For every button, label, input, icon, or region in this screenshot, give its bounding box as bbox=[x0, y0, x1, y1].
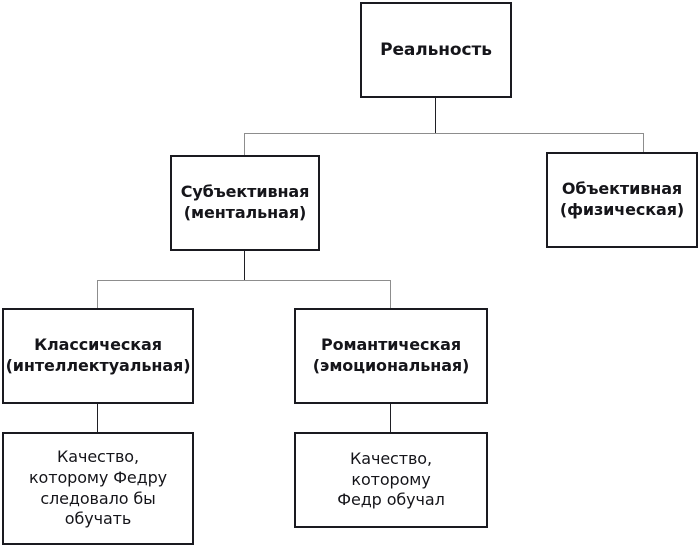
node-subjective-label: Субъективная (ментальная) bbox=[180, 182, 310, 222]
node-reality: Реальность bbox=[360, 2, 512, 98]
node-quality-taught-label: Качество, которому Федр обучал bbox=[337, 448, 445, 510]
node-quality-should-teach: Качество, которому Федру следовало бы об… bbox=[2, 432, 194, 545]
connector-root-to-subjective bbox=[244, 133, 245, 156]
node-romantic-label: Романтическая (эмоциональная) bbox=[312, 335, 470, 375]
connector-subjective-to-classical bbox=[97, 280, 98, 309]
node-quality-taught: Качество, которому Федр обучал bbox=[294, 432, 488, 528]
node-classical: Классическая (интеллектуальная) bbox=[2, 308, 194, 404]
connector-subjective-to-romantic bbox=[390, 280, 391, 309]
node-quality-should-teach-label: Качество, которому Федру следовало бы об… bbox=[28, 446, 168, 529]
node-subjective: Субъективная (ментальная) bbox=[170, 155, 320, 251]
connector-level3-bus bbox=[97, 280, 391, 281]
node-reality-label: Реальность bbox=[380, 39, 492, 60]
node-romantic: Романтическая (эмоциональная) bbox=[294, 308, 488, 404]
connector-romantic-to-quality-taught bbox=[390, 404, 391, 433]
connector-root-stem bbox=[435, 98, 436, 134]
node-classical-label: Классическая (интеллектуальная) bbox=[5, 335, 191, 375]
node-objective: Объективная (физическая) bbox=[546, 152, 698, 248]
connector-level2-bus bbox=[244, 133, 644, 134]
connector-classical-to-quality-should bbox=[97, 404, 98, 433]
connector-root-to-objective bbox=[643, 133, 644, 153]
connector-subjective-stem bbox=[244, 251, 245, 281]
node-objective-label: Объективная (физическая) bbox=[559, 179, 685, 219]
